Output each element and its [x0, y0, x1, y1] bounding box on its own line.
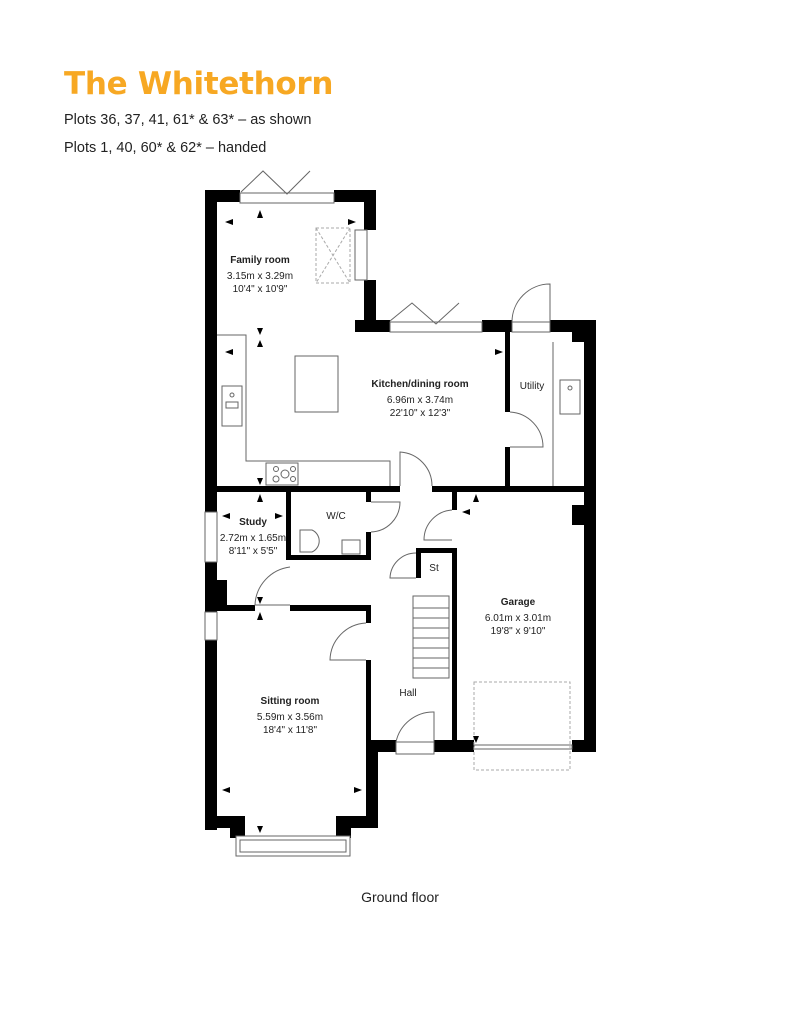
room-name: Kitchen/dining room [371, 379, 469, 390]
room-metric: 5.59m x 3.56m [256, 712, 324, 723]
dimension-arrows [222, 210, 582, 833]
sitting-room-label: Sitting room 5.59m x 3.56m 18'4" x 11'8" [257, 695, 323, 737]
hall-label: Hall [399, 687, 416, 703]
wc-label: W/C [326, 510, 345, 526]
room-metric: 2.72m x 1.65m [219, 533, 287, 544]
room-name: Garage [500, 597, 536, 608]
room-name: W/C [326, 511, 346, 522]
room-name: Family room [230, 255, 290, 266]
room-imperial: 8'11" x 5'5" [228, 546, 278, 557]
store-label: St [429, 562, 438, 578]
page-title: The Whitethorn [64, 66, 334, 102]
room-metric: 6.01m x 3.01m [484, 613, 552, 624]
room-imperial: 10'4" x 10'9" [232, 284, 288, 295]
garage-label: Garage 6.01m x 3.01m 19'8" x 9'10" [485, 596, 551, 638]
fixtures [217, 334, 581, 679]
dashed-outlines [315, 227, 571, 771]
windows-and-doors [204, 170, 573, 857]
room-imperial: 18'4" x 11'8" [262, 725, 318, 736]
floor-label: Ground floor [361, 889, 439, 905]
room-name: Study [239, 517, 267, 528]
room-name: Utility [519, 381, 545, 392]
room-metric: 3.15m x 3.29m [226, 271, 294, 282]
room-metric: 6.96m x 3.74m [386, 395, 454, 406]
study-label: Study 2.72m x 1.65m 8'11" x 5'5" [220, 516, 286, 558]
utility-label: Utility [520, 380, 544, 396]
room-name: Sitting room [260, 696, 320, 707]
room-name: St [429, 563, 439, 574]
room-imperial: 22'10" x 12'3" [389, 408, 451, 419]
kitchen-dining-label: Kitchen/dining room 6.96m x 3.74m 22'10"… [371, 378, 468, 420]
plots-handed: Plots 1, 40, 60* & 62* – handed [64, 140, 267, 156]
room-name: Hall [399, 688, 417, 699]
plots-as-shown: Plots 36, 37, 41, 61* & 63* – as shown [64, 112, 312, 128]
family-room-label: Family room 3.15m x 3.29m 10'4" x 10'9" [227, 254, 293, 296]
room-imperial: 19'8" x 9'10" [490, 626, 546, 637]
walls [205, 190, 596, 838]
